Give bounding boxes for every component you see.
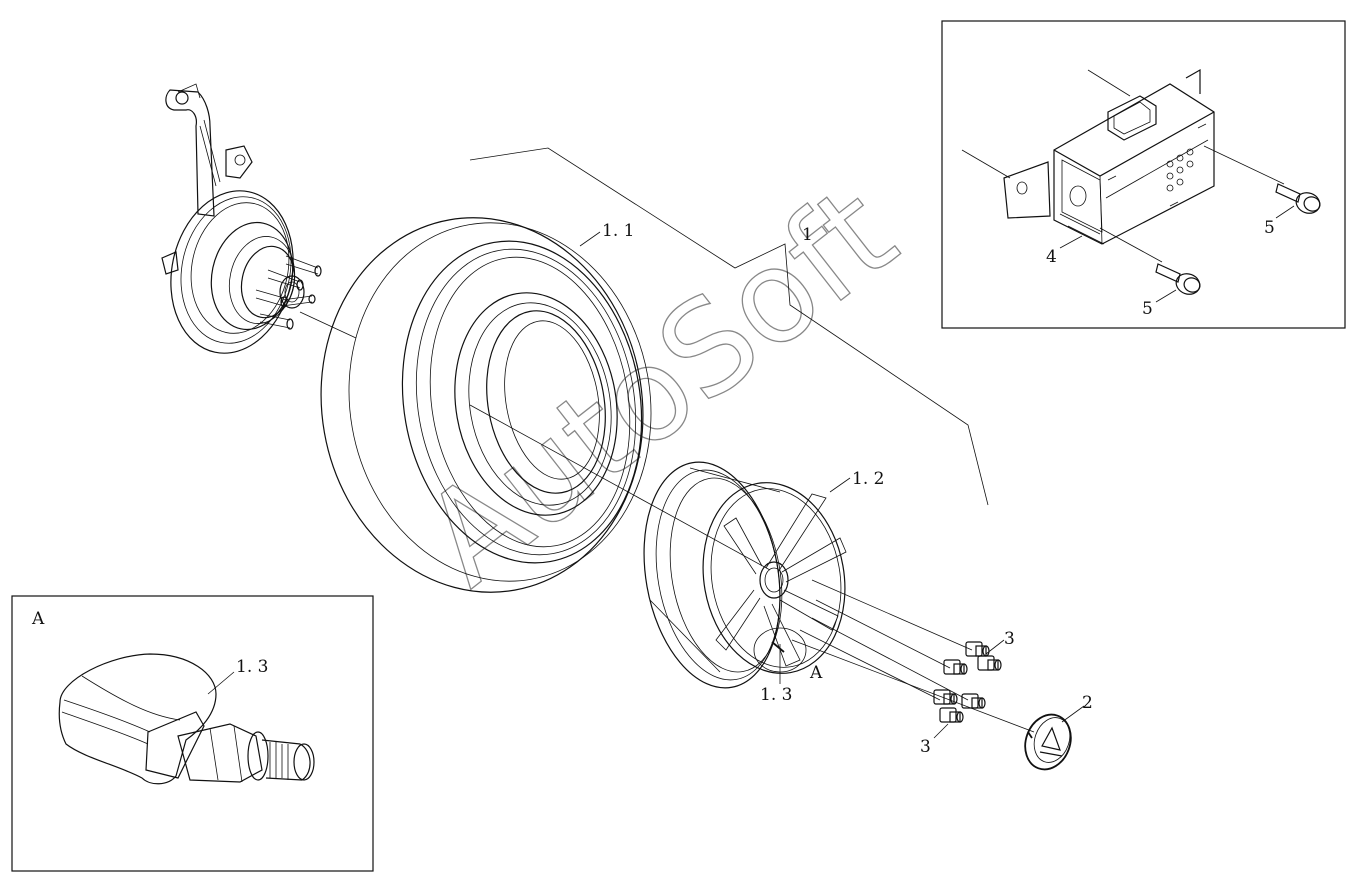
steering-knuckle-hub: [161, 83, 322, 354]
tire: [320, 217, 652, 593]
inset-title: A: [31, 609, 45, 629]
lug-nuts: [933, 641, 1002, 723]
sensor-inset-label: 1. 3: [236, 657, 268, 677]
bolt-bottom-leader: [1155, 289, 1177, 303]
rim-leader: [829, 477, 851, 493]
tpms-sensor: [58, 653, 315, 785]
control-module: [1003, 68, 1215, 245]
tire-label: 1. 1: [602, 221, 634, 241]
bolt-bottom-label: 5: [1142, 299, 1153, 319]
hub-axis-line: [299, 311, 357, 339]
bolt-top-leader: [1275, 205, 1295, 219]
assembly-label: 1: [802, 225, 813, 245]
module-label: 4: [1046, 247, 1057, 267]
rim: [643, 461, 847, 689]
module-leader-left: [961, 149, 1011, 179]
module-inset-frame: [941, 20, 1346, 329]
cap-leader: [1061, 705, 1085, 723]
module-leader-top: [1087, 69, 1131, 97]
detail-ref-label: A: [809, 663, 823, 683]
sensor-wheel-label: 1. 3: [760, 685, 792, 705]
lug-nut-axis-lines: [791, 579, 1035, 733]
module-leader-bottom: [1099, 227, 1163, 263]
module-leader-right: [1203, 145, 1285, 185]
cap-label: 2: [1082, 693, 1093, 713]
sensor-inset-frame: [11, 595, 374, 872]
module-label-leader: [1059, 235, 1083, 249]
assembly-leader: [469, 147, 989, 506]
nuts-top-leader: [985, 639, 1005, 655]
center-cap: [1024, 713, 1072, 771]
sensor-inset-leader: [207, 671, 235, 695]
nuts-bottom-label: 3: [920, 737, 931, 757]
nuts-top-label: 3: [1004, 629, 1015, 649]
module-bolt-bottom: [1155, 263, 1201, 295]
nuts-bottom-leader: [933, 723, 949, 739]
module-bolt-top: [1275, 183, 1321, 214]
tire-axis-line: [469, 404, 771, 571]
tire-leader: [579, 231, 601, 247]
rim-label: 1. 2: [852, 469, 884, 489]
bolt-top-label: 5: [1264, 218, 1275, 238]
